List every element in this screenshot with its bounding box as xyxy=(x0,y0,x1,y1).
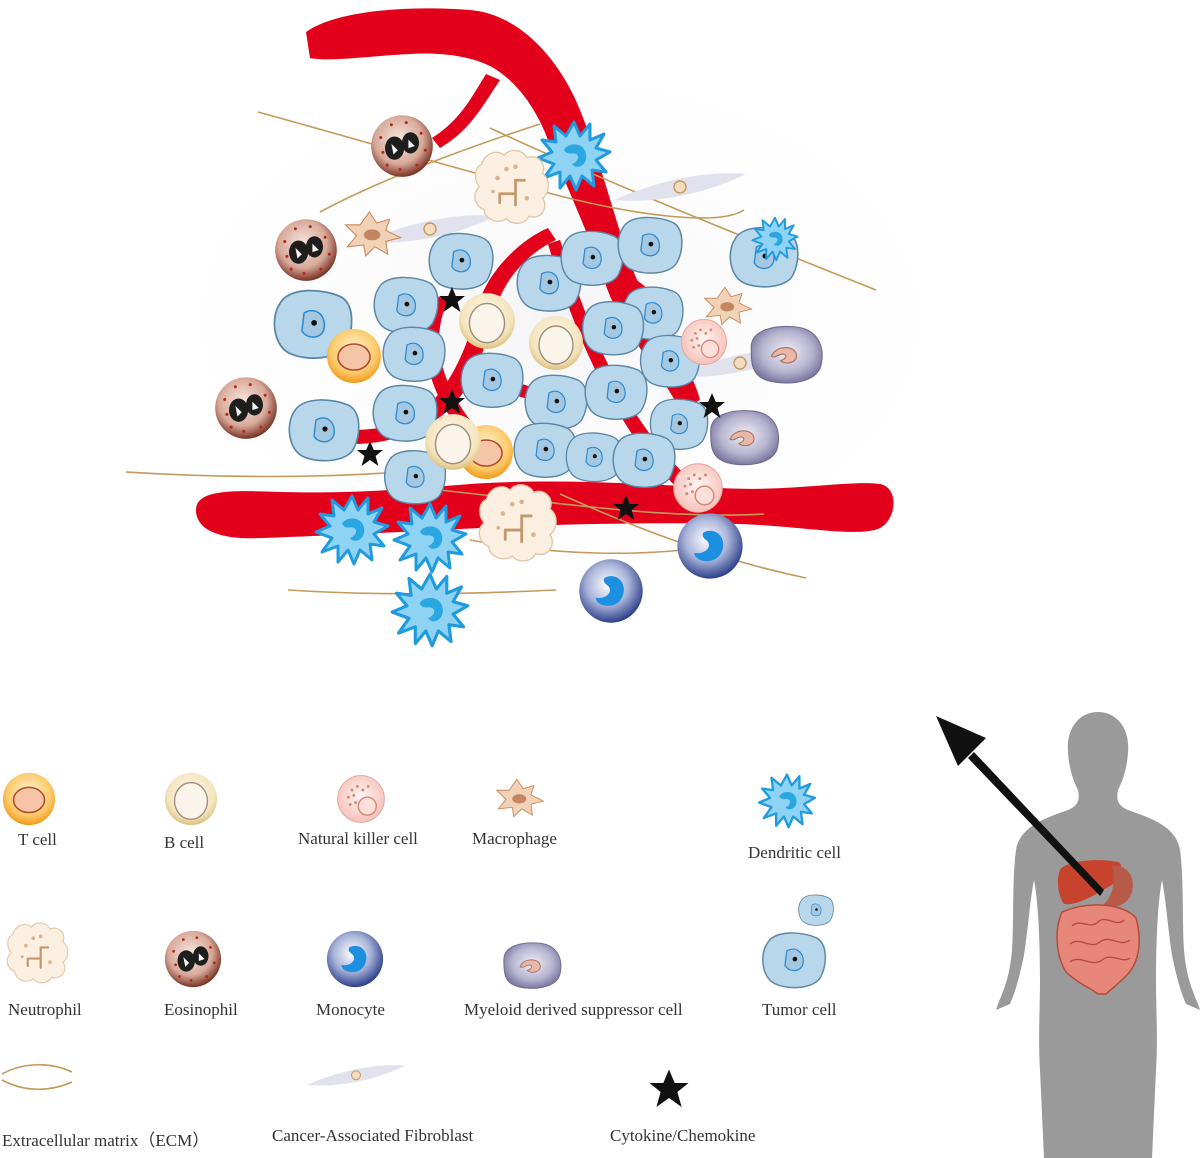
intestines-icon xyxy=(1056,904,1140,995)
tumor-cell xyxy=(612,432,676,488)
legend-nk-cell-label: Natural killer cell xyxy=(298,829,418,848)
legend-neutrophil-label: Neutrophil xyxy=(8,1000,82,1019)
legend-neutrophil-icon xyxy=(6,921,69,984)
legend-caf-icon xyxy=(306,1064,406,1087)
legend-cytokine-icon xyxy=(649,1069,689,1107)
legend-eosinophil-label: Eosinophil xyxy=(164,1000,238,1019)
digestive-organs xyxy=(1056,860,1140,995)
mdsc-cell xyxy=(710,410,780,466)
eosinophil xyxy=(371,115,433,177)
b-cell xyxy=(424,413,482,471)
monocyte xyxy=(579,559,643,623)
legend-caf-label: Cancer-Associated Fibroblast xyxy=(272,1126,474,1145)
neutrophil xyxy=(473,149,550,225)
legend-t-cell-label: T cell xyxy=(18,830,57,849)
legend-cytokine-label: Cytokine/Chemokine xyxy=(610,1126,756,1145)
tumor-cell xyxy=(617,216,683,274)
tumor-cell xyxy=(524,374,588,430)
b-cell xyxy=(528,315,584,371)
legend-dendritic-label: Dendritic cell xyxy=(748,843,841,862)
microenvironment-scene xyxy=(120,8,1000,648)
tumor-cell xyxy=(581,300,645,356)
tumor-cell xyxy=(460,352,524,408)
legend-monocyte-label: Monocyte xyxy=(316,1000,385,1019)
legend-mdsc-icon xyxy=(503,942,562,989)
eosinophil xyxy=(275,219,337,281)
neutrophil xyxy=(477,483,558,563)
tumor-cell xyxy=(288,398,360,462)
legend-eosinophil-icon xyxy=(164,930,222,988)
legend-macrophage-icon xyxy=(496,778,544,818)
legend-tumor-cell-label: Tumor cell xyxy=(762,1000,837,1019)
legend-t-cell-icon xyxy=(2,772,56,826)
nk-cell xyxy=(680,318,728,366)
tumor-cell xyxy=(560,230,624,286)
human-body-figure xyxy=(936,712,1200,1158)
eosinophil xyxy=(215,377,277,439)
legend xyxy=(1,772,834,1107)
legend-ecm-label: Extracellular matrix（ECM） xyxy=(2,1131,210,1150)
pointer-arrow xyxy=(968,752,1104,896)
t-cell xyxy=(326,328,382,384)
tumor-cell xyxy=(382,326,446,382)
tumor-cell xyxy=(373,276,439,334)
nk-cell xyxy=(672,462,724,514)
arrow-head-icon xyxy=(936,716,986,766)
legend-b-cell-label: B cell xyxy=(164,833,205,852)
tumor-cell xyxy=(584,364,648,420)
monocyte xyxy=(677,513,743,579)
stomach-icon xyxy=(1104,865,1133,907)
legend-tumor-cell-icon xyxy=(761,894,834,989)
legend-dendritic-icon xyxy=(757,773,817,829)
legend-macrophage-label: Macrophage xyxy=(472,829,557,848)
b-cell xyxy=(458,292,516,350)
mdsc-cell xyxy=(750,325,823,384)
legend-ecm-icon xyxy=(1,1063,73,1091)
tumor-cell xyxy=(428,232,494,290)
legend-monocyte-icon xyxy=(326,930,384,988)
legend-nk-cell-icon xyxy=(336,774,386,824)
legend-b-cell-icon xyxy=(164,772,218,826)
legend-mdsc-label: Myeloid derived suppressor cell xyxy=(464,1000,683,1019)
